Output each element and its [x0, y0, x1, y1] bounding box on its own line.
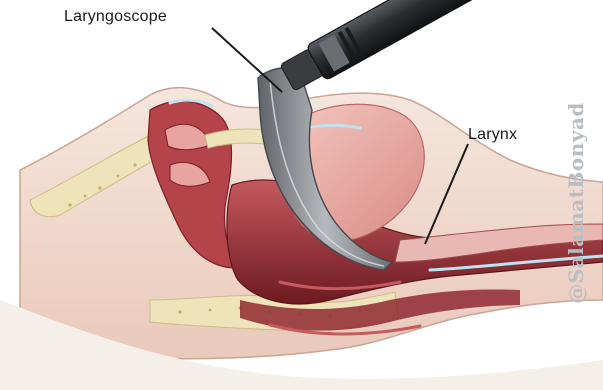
- watermark: @SalamatBonyad: [553, 30, 599, 375]
- laryngoscope-handle: [278, 0, 535, 96]
- label-larynx: Larynx: [468, 126, 517, 144]
- watermark-text: @SalamatBonyad: [564, 102, 588, 304]
- laryngoscope-leader-line: [212, 28, 282, 92]
- label-laryngoscope: Laryngoscope: [64, 8, 167, 26]
